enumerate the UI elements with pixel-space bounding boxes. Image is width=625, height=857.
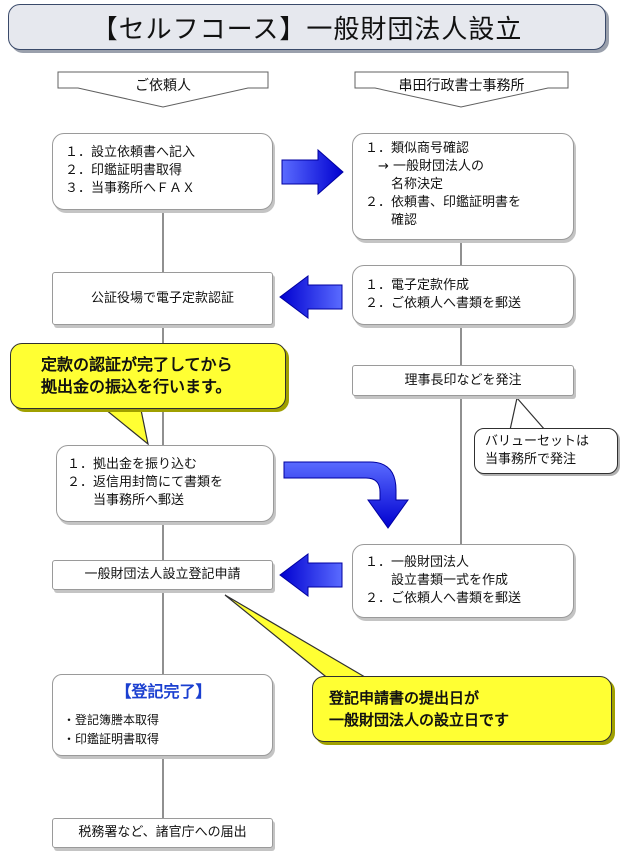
- office-step-4-line: 設立書類一式を作成: [365, 573, 509, 588]
- office-step-4-line: ２．ご依頼人へ書類を郵送: [365, 591, 522, 606]
- client-column-header: ご依頼人: [135, 78, 191, 94]
- callout-payment-line: 定款の認証が完了してから: [41, 355, 233, 374]
- client-connector-3: [162, 522, 164, 560]
- client-connector-4: [162, 590, 164, 674]
- registration-complete-heading: 【登記完了】: [115, 682, 212, 701]
- arrow-right-1: [281, 148, 344, 196]
- callout-registration: 登記申請書の提出日が 一般財団法人の設立日です: [312, 676, 612, 742]
- callout-registration-pointer: [224, 594, 373, 681]
- client-connector-1: [162, 210, 164, 272]
- client-step-1: １．設立依頼書へ記入 ２．印鑑証明書取得 ３．当事務所へＦＡＸ: [52, 133, 273, 210]
- callout-payment-pointer: [98, 404, 149, 446]
- office-step-3: 理事長印などを発注: [352, 365, 574, 396]
- client-column-header-shape: [57, 71, 269, 108]
- client-step-3-line: １．拠出金を振り込む: [67, 457, 198, 472]
- callout-seal-pointer: [509, 396, 547, 431]
- callout-payment-line: 拠出金の振込を行います。: [41, 377, 232, 396]
- client-step-4: 一般財団法人設立登記申請: [52, 560, 273, 590]
- office-step-2: １．電子定款作成 ２．ご依頼人へ書類を郵送: [352, 265, 574, 325]
- callout-seal-line: バリューセットは: [485, 434, 590, 449]
- office-connector-3: [460, 396, 462, 544]
- client-step-3-line: 当事務所へ郵送: [67, 493, 185, 508]
- client-step-2: 公証役場で電子定款認証: [52, 272, 273, 325]
- office-step-1-line: 名称決定: [365, 177, 444, 192]
- client-step-5: 【登記完了】 ・登記簿謄本取得 ・印鑑証明書取得: [52, 674, 273, 756]
- callout-registration-line: 一般財団法人の設立日です: [329, 711, 510, 729]
- callout-seal-line: 当事務所で発注: [485, 452, 577, 467]
- callout-payment: 定款の認証が完了してから 拠出金の振込を行います。: [10, 343, 286, 409]
- client-step-3: １．拠出金を振り込む ２．返信用封筒にて書類を 当事務所へ郵送: [56, 445, 274, 522]
- office-step-4-line: １．一般財団法人: [365, 555, 470, 570]
- office-step-1-line: → 一般財団法人の: [365, 159, 485, 174]
- registration-complete-item: ・印鑑証明書取得: [63, 732, 160, 746]
- client-step-1-line: １．設立依頼書へ記入: [65, 145, 196, 160]
- client-step-1-line: ３．当事務所へＦＡＸ: [65, 181, 196, 196]
- arrow-curved-down-3: [283, 461, 409, 529]
- client-step-1-line: ２．印鑑証明書取得: [65, 163, 183, 178]
- office-step-2-line: １．電子定款作成: [365, 278, 470, 293]
- office-connector-1: [460, 240, 462, 265]
- arrow-left-2: [279, 275, 343, 319]
- office-step-1: １．類似商号確認 → 一般財団法人の 名称決定 ２．依頼書、印鑑証明書を 確認: [352, 133, 574, 240]
- office-step-1-line: ２．依頼書、印鑑証明書を: [365, 195, 522, 210]
- office-column-header-shape: [354, 71, 569, 108]
- office-connector-2: [460, 325, 462, 365]
- arrow-left-4: [279, 553, 343, 597]
- page-title: 【セルフコース】一般財団法人設立: [8, 4, 606, 50]
- callout-seal: バリューセットは 当事務所で発注: [474, 428, 618, 474]
- client-connector-5: [162, 756, 164, 818]
- office-step-2-line: ２．ご依頼人へ書類を郵送: [365, 296, 522, 311]
- office-step-1-line: 確認: [365, 213, 418, 228]
- callout-registration-line: 登記申請書の提出日が: [329, 689, 480, 707]
- client-step-6: 税務署など、諸官庁への届出: [52, 818, 273, 848]
- client-step-3-line: ２．返信用封筒にて書類を: [67, 475, 224, 490]
- office-step-4: １．一般財団法人 設立書類一式を作成 ２．ご依頼人へ書類を郵送: [352, 544, 574, 618]
- office-step-1-line: １．類似商号確認: [365, 141, 470, 156]
- office-column-header: 串田行政書士事務所: [398, 78, 525, 94]
- registration-complete-item: ・登記簿謄本取得: [63, 713, 160, 727]
